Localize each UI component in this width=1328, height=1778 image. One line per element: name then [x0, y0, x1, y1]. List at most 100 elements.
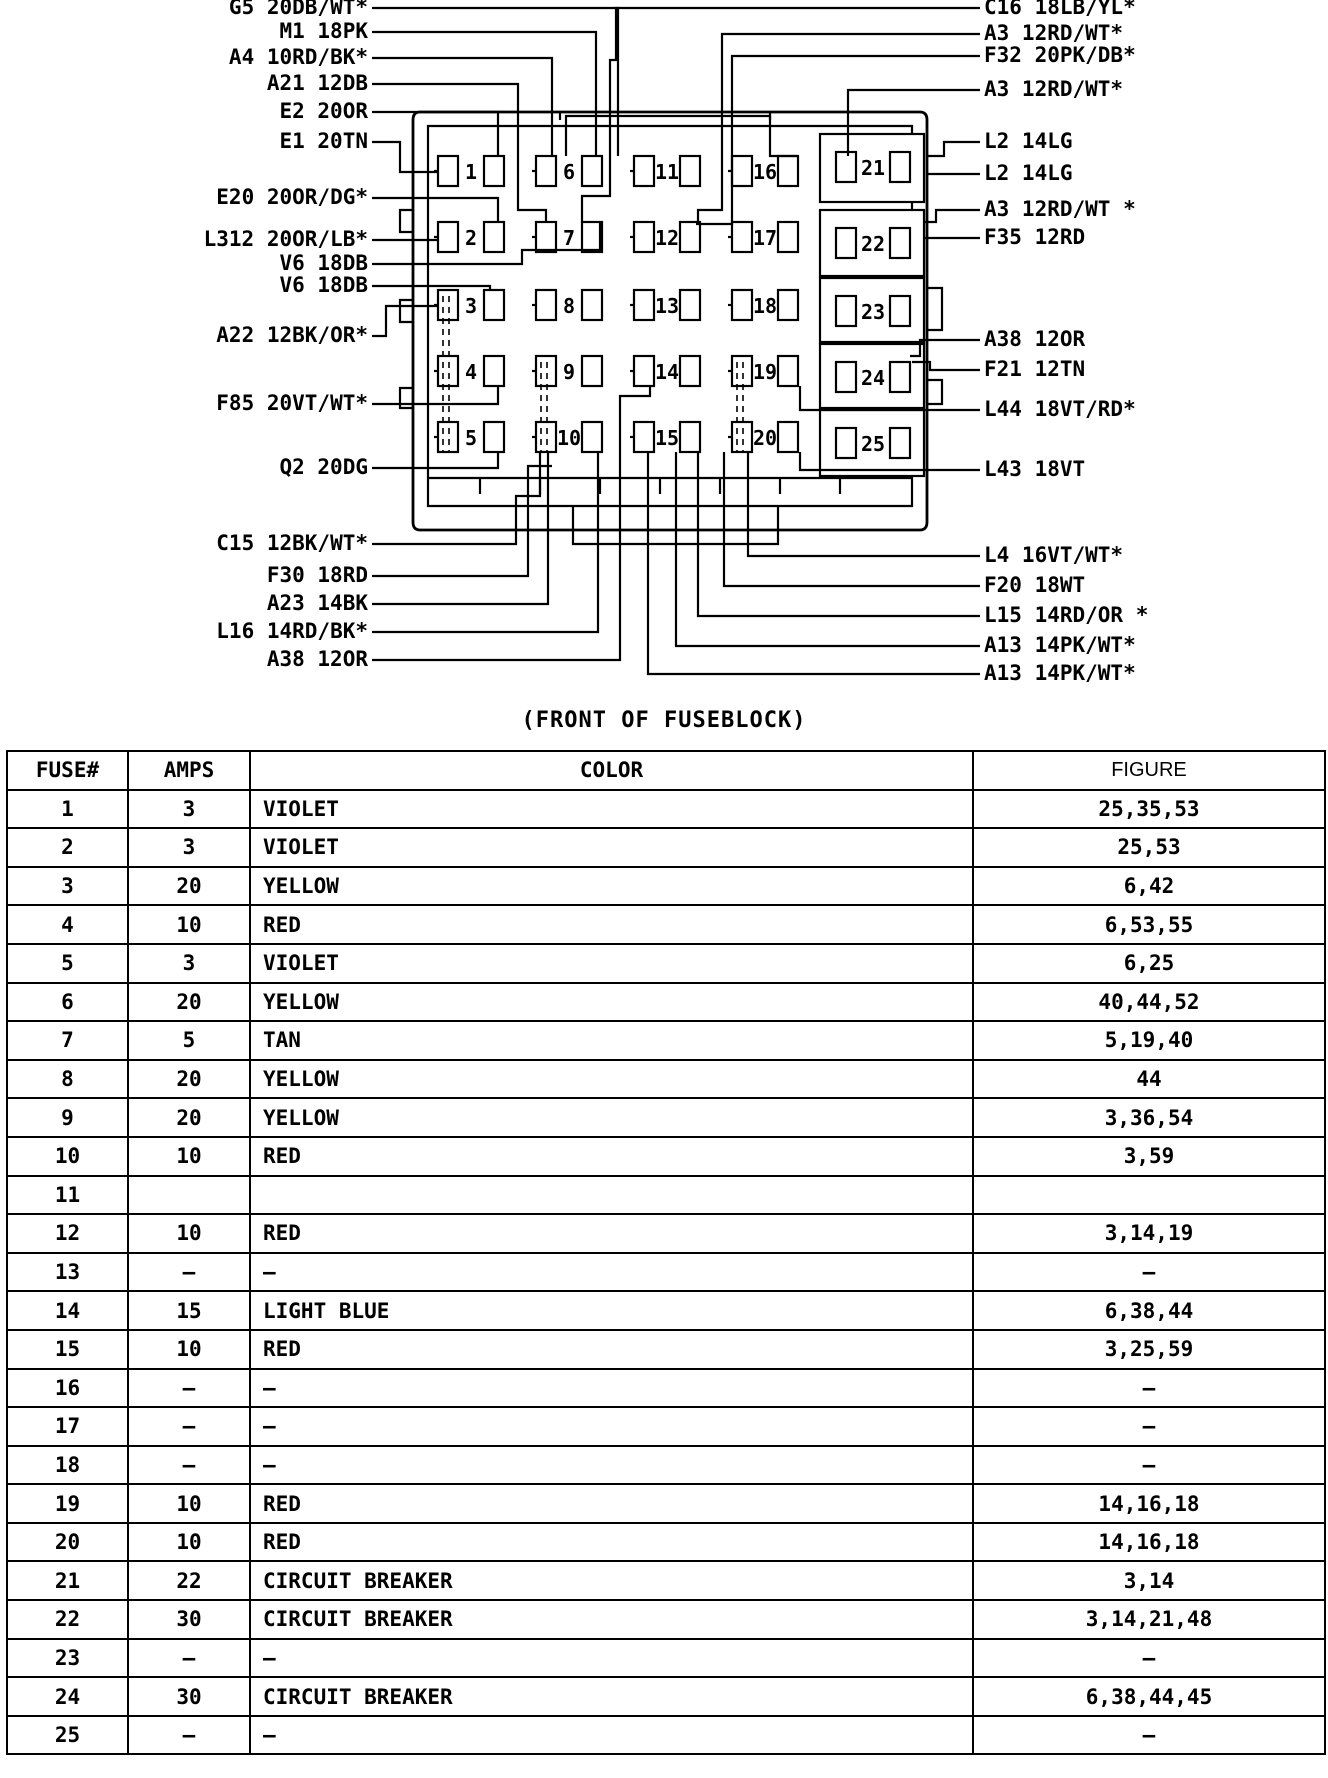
cell-color — [249, 1174, 974, 1216]
wire-leaders — [372, 6, 980, 676]
cell-figure: 25,53 — [972, 827, 1326, 868]
cell-figure: 3,14,19 — [972, 1213, 1326, 1254]
cell-color: — — [249, 1251, 974, 1293]
wire-leader-left — [372, 452, 550, 606]
fuse-number: 10 — [557, 426, 581, 450]
wire-label-left: Q2 20DG — [279, 455, 368, 479]
cell-figure: 6,38,44 — [972, 1290, 1326, 1331]
wire-label-right: L43 18VT — [984, 457, 1085, 481]
cell-fuse: 16 — [6, 1367, 129, 1409]
cell-amps: — — [127, 1406, 251, 1447]
fuse-terminal-right — [580, 420, 604, 454]
cell-amps: — — [127, 1637, 251, 1679]
wire-label-left: V6 18DB — [279, 251, 368, 275]
wire-label-left: E20 20OR/DG* — [216, 185, 368, 209]
cell-amps: 30 — [127, 1676, 251, 1717]
cell-fuse: 2 — [6, 827, 129, 868]
fuse-terminal-right — [482, 220, 506, 254]
fuse-terminal-right — [776, 354, 800, 388]
cell-figure: — — [972, 1367, 1326, 1409]
wire-leader-left — [372, 140, 438, 174]
fuse-slot: 1 — [434, 154, 506, 188]
cell-fuse: 10 — [6, 1135, 129, 1177]
cell-fuse: 12 — [6, 1213, 129, 1254]
fuse-number: 15 — [655, 426, 679, 450]
cell-figure: 5,19,40 — [972, 1020, 1326, 1061]
right-clips — [927, 286, 944, 406]
fuse-slot: 10 — [532, 420, 604, 454]
wire-label-right: L2 14LG — [984, 161, 1073, 185]
cell-fuse: 18 — [6, 1444, 129, 1486]
fuse-slot: 17 — [728, 220, 800, 254]
cell-color: VIOLET — [249, 827, 974, 868]
cell-color: — — [249, 1444, 974, 1486]
wire-leader-right — [696, 32, 980, 222]
wire-leader-left — [372, 82, 548, 222]
fuse-slot: 2 — [434, 220, 506, 254]
fuse-terminal-left — [632, 354, 656, 388]
wire-label-right: C16 18LB/YL* — [984, 0, 1136, 19]
cell-amps: 3 — [127, 827, 251, 868]
wire-label-right: L44 18VT/RD* — [984, 397, 1136, 421]
cell-fuse: 4 — [6, 904, 129, 945]
fuse-number: 2 — [465, 226, 477, 250]
cell-fuse: 9 — [6, 1097, 129, 1138]
wire-leader-right — [674, 452, 980, 648]
cell-fuse: 5 — [6, 942, 129, 984]
cell-figure: 3,36,54 — [972, 1097, 1326, 1138]
table-header-row: FUSE# AMPS COLOR FIGURE — [6, 750, 1326, 791]
cell-fuse: 22 — [6, 1599, 129, 1640]
breaker-terminal-right — [888, 360, 912, 394]
wire-label-left: A38 12OR — [267, 647, 369, 671]
fuse-number: 8 — [563, 294, 575, 318]
table-row: 17——— — [6, 1406, 1326, 1447]
fuse-number: 14 — [655, 360, 679, 384]
breaker-terminal-left — [834, 360, 858, 394]
cell-fuse: 14 — [6, 1290, 129, 1331]
cell-amps: 20 — [127, 981, 251, 1023]
cell-color: YELLOW — [249, 981, 974, 1023]
cell-color: YELLOW — [249, 1097, 974, 1138]
fuse-terminal-right — [776, 154, 800, 188]
table-row: 18——— — [6, 1444, 1326, 1486]
wire-label-left: F85 20VT/WT* — [216, 391, 368, 415]
wire-label-left: G5 20DB/WT* — [229, 0, 368, 19]
cell-figure: 3,14,21,48 — [972, 1599, 1326, 1640]
cell-figure: 6,38,44,45 — [972, 1676, 1326, 1717]
fuse-link-dashes — [540, 362, 548, 452]
cell-fuse: 15 — [6, 1328, 129, 1370]
fuse-terminal-right — [580, 220, 604, 254]
fuse-slot: 4 — [434, 354, 506, 388]
fuse-number: 5 — [465, 426, 477, 450]
cell-color: YELLOW — [249, 865, 974, 907]
cell-figure: 6,53,55 — [972, 904, 1326, 945]
wire-leader-right — [646, 452, 980, 676]
cell-color: — — [249, 1406, 974, 1447]
wire-label-right: L4 16VT/WT* — [984, 543, 1123, 567]
fuseblock-inner-frame — [426, 124, 914, 508]
wire-leader-left — [372, 452, 500, 470]
fuse-terminal-left — [436, 288, 460, 322]
wire-leader-right — [798, 452, 980, 472]
header-figure: FIGURE — [972, 750, 1326, 791]
cell-amps: 20 — [127, 1097, 251, 1138]
cell-figure: 6,42 — [972, 865, 1326, 907]
fuse-number: 20 — [753, 426, 777, 450]
header-amps: AMPS — [127, 750, 251, 791]
wire-leader-right — [912, 360, 980, 372]
wire-leader-left — [372, 196, 500, 222]
cell-figure: — — [972, 1444, 1326, 1486]
table-row: 11 — [6, 1174, 1326, 1216]
wire-leader-right — [924, 208, 980, 224]
fuse-number: 19 — [753, 360, 777, 384]
cell-figure: — — [972, 1406, 1326, 1447]
fuseblock-housing — [411, 110, 929, 532]
